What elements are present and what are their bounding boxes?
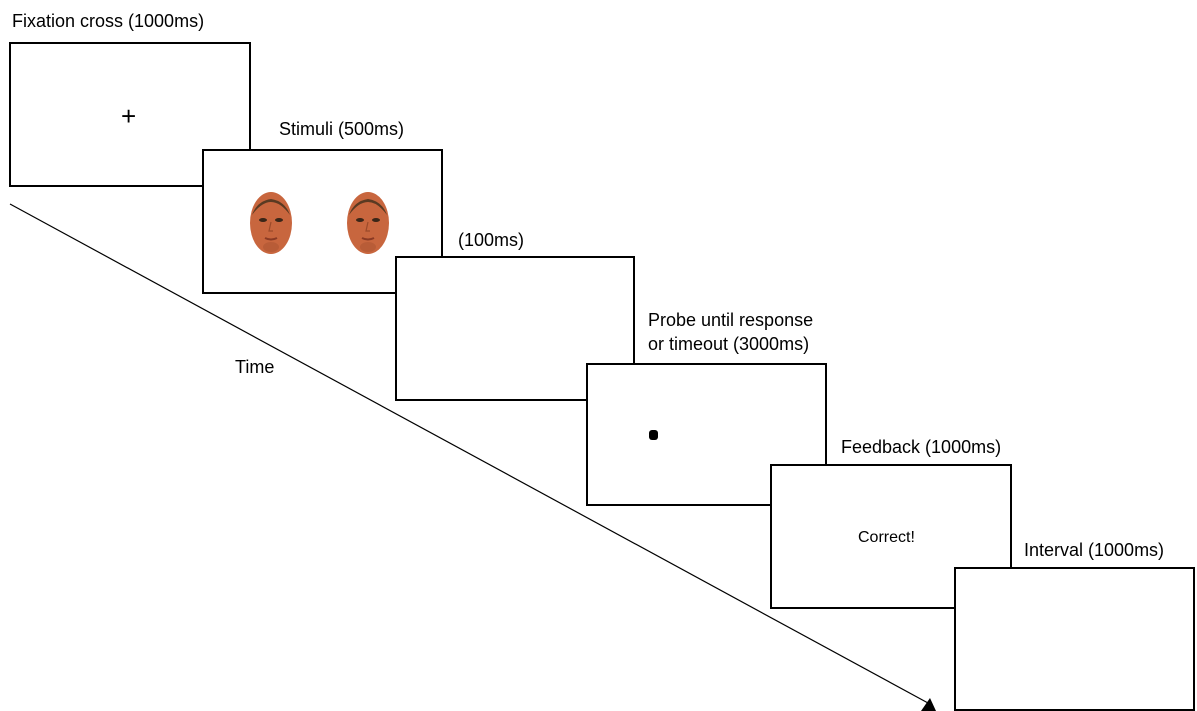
stimuli-stage-label: Stimuli (500ms) (279, 119, 405, 139)
face-photo-right (347, 192, 389, 254)
feedback-correct-text: Correct! (858, 529, 915, 546)
interval-stage-label: Interval (1000ms) (1024, 540, 1165, 560)
blank-stage-label: (100ms) (458, 230, 525, 250)
time-axis-label: Time (235, 357, 275, 377)
probe-dot (649, 430, 658, 440)
time-axis-line (9, 203, 929, 704)
stimuli-frame (202, 149, 443, 294)
interval-frame (954, 567, 1195, 711)
probe-stage-label-line2: or timeout (3000ms) (648, 334, 810, 354)
fixation-cross-glyph: + (121, 101, 137, 131)
time-axis-arrowhead (921, 698, 936, 711)
probe-stage-label-line1: Probe until response (648, 310, 814, 330)
fixation-stage-label: Fixation cross (1000ms) (12, 11, 205, 31)
feedback-stage-label: Feedback (1000ms) (841, 437, 1002, 457)
face-photo-left (250, 192, 292, 254)
